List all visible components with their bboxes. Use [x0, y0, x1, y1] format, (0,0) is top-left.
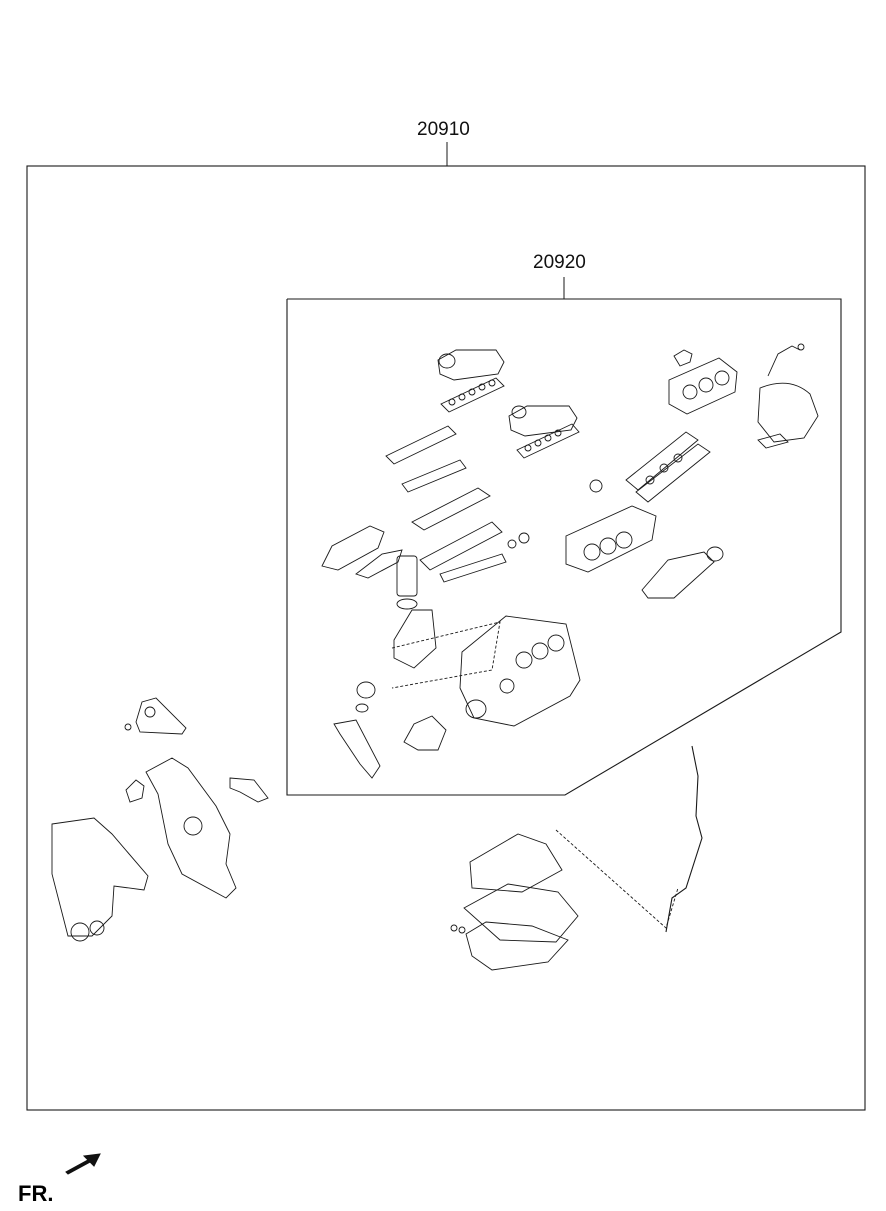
oil-pump-body	[393, 609, 437, 669]
front-direction-arrow-icon	[65, 1153, 101, 1175]
cylinder-head-gasket	[565, 505, 657, 573]
crank-seal	[465, 699, 487, 719]
oil-pan-lower-gasket	[465, 921, 569, 971]
small-clip	[673, 349, 693, 367]
thermostat-gasket-2	[401, 459, 467, 493]
oil-filter	[396, 555, 418, 597]
callout-inner-kit: 20920	[533, 252, 586, 273]
engine-block	[459, 615, 581, 727]
oil-pan-gasket	[463, 883, 579, 943]
water-pump-seal	[356, 681, 376, 699]
upper-timing-bracket	[135, 697, 187, 735]
exhaust-manifold-gasket-2	[641, 551, 715, 599]
oil-pan-strip	[439, 553, 507, 583]
callout-outer-kit: 20910	[417, 119, 470, 140]
valve-cover-gasket-3	[635, 443, 711, 503]
ring-seal	[438, 353, 456, 369]
rocker-cover-gasket-2	[419, 521, 503, 571]
thermostat-gasket	[385, 425, 457, 465]
oil-pan-group	[450, 745, 703, 971]
sensor-wire	[767, 345, 801, 377]
intake-manifold-gasket	[437, 349, 505, 381]
cam-seal	[183, 816, 203, 836]
front-crank-seal	[70, 922, 90, 942]
upper-gasket-group	[321, 343, 819, 779]
timing-housing-gasket	[757, 382, 819, 443]
water-outlet-pipe	[333, 719, 381, 779]
valve-cover-gasket-2	[625, 431, 699, 491]
port-gasket-strip-2	[516, 423, 580, 459]
rocker-cover-gasket	[411, 487, 491, 531]
outer-kit-frame	[26, 165, 866, 1111]
exhaust-manifold-gasket	[321, 525, 385, 571]
dipstick-tube	[665, 745, 703, 933]
port-gasket-strip	[440, 377, 505, 413]
timing-cover-group	[51, 697, 269, 942]
timing-cover-left	[51, 817, 149, 937]
inner-kit-frame	[286, 298, 842, 796]
cam-cover-gasket	[229, 777, 269, 803]
tensioner-gasket	[125, 779, 145, 803]
dashed-leader-2	[555, 829, 679, 929]
water-pump-gasket	[403, 715, 447, 751]
oil-pan-upper-gasket	[469, 833, 563, 893]
timing-cover-center	[145, 757, 237, 899]
front-direction-label: FR.	[18, 1181, 54, 1206]
exhaust-bracket	[355, 549, 403, 579]
flange-gasket	[757, 433, 789, 449]
valve-cover-gasket	[668, 357, 738, 415]
dashed-leader	[391, 621, 501, 689]
intake-manifold-gasket-2	[508, 405, 578, 437]
